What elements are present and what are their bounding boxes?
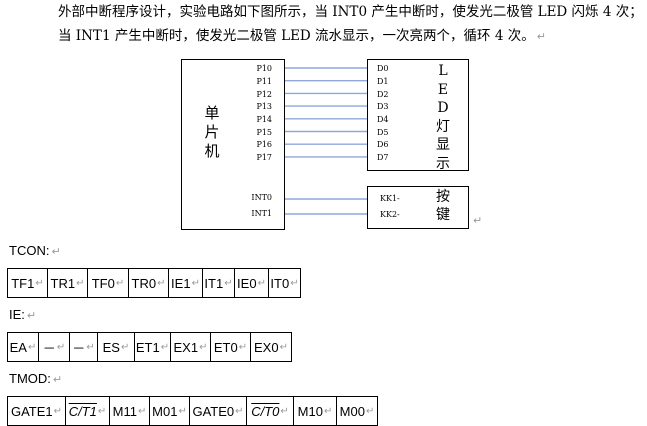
- led-label: L E D 灯 显 示: [436, 63, 450, 172]
- ie-cell: －↵: [70, 333, 98, 361]
- ie-cell: －↵: [39, 333, 70, 361]
- pin-d2: D2: [377, 90, 389, 99]
- ie-cell: EA↵: [8, 333, 39, 361]
- pin-d1: D1: [377, 77, 389, 86]
- ie-cell: ES↵: [98, 333, 135, 361]
- key-block: KK1- KK2- 按 键: [367, 186, 469, 229]
- pin-p17: P17: [256, 153, 272, 162]
- tmod-register-table: GATE1↵ C/T1↵ M11↵ M01↵ GATE0↵ C/T0↵ M10↵…: [7, 396, 378, 426]
- led-display-block: D0 D1 D2 D3 D4 D5 D6 D7 L E D 灯 显 示: [367, 59, 469, 172]
- tmod-cell: M00↵: [339, 403, 375, 419]
- pin-d7: D7: [377, 153, 389, 162]
- key-label: 按 键: [436, 189, 450, 223]
- tcon-cell: TR1↵: [48, 269, 88, 297]
- tmod-cell: GATE1↵: [8, 397, 66, 425]
- tcon-cell: TR0↵: [129, 269, 169, 297]
- pin-p16: P16: [256, 140, 272, 149]
- pin-kk2: KK2-: [380, 210, 400, 219]
- tmod-cell: M01↵: [150, 397, 190, 425]
- pin-d0: D0: [377, 64, 389, 73]
- tcon-label: TCON:↵: [9, 243, 61, 258]
- paragraph-mark: ↵: [536, 30, 546, 43]
- intro-line-1: 外部中断程序设计，实验电路如下图所示，当 INT0 产生中断时，使发光二极管 L…: [58, 4, 643, 20]
- pin-int0: INT0: [251, 193, 272, 202]
- pin-p12: P12: [256, 90, 272, 99]
- intro-line-2: 当 INT1 产生中断时，使发光二极管 LED 流水显示，一次亮两个，循环 4 …: [58, 28, 546, 44]
- pin-kk1: KK1-: [380, 194, 400, 203]
- ie-cell: EX0↵: [254, 339, 288, 355]
- ie-register-table: EA↵ －↵ －↵ ES↵ ET1↵ EX1↵ ET0↵ EX0↵: [7, 332, 292, 362]
- tcon-cell: TF1↵: [8, 269, 48, 297]
- microcontroller-block: 单 片 机 P10 P11 P12 P13 P14 P15 P16 P17 IN…: [181, 59, 285, 230]
- tcon-register-table: TF1↵ TR1↵ TF0↵ TR0↵ IE1↵ IT1↵ IE0↵ IT0↵: [7, 268, 301, 298]
- mcu-label: 单 片 机: [204, 104, 220, 160]
- tmod-cell-ct0: C/T0↵: [247, 397, 294, 425]
- pin-p13: P13: [256, 102, 272, 111]
- tcon-cell: IT0↵: [270, 275, 299, 291]
- pin-p11: P11: [256, 77, 272, 86]
- tcon-cell: IT1↵: [203, 269, 235, 297]
- paragraph-mark: ↵: [473, 214, 483, 227]
- ie-cell: EX1↵: [171, 333, 211, 361]
- tmod-cell: GATE0↵: [190, 397, 247, 425]
- pin-p10: P10: [256, 64, 272, 73]
- pin-d5: D5: [377, 128, 389, 137]
- pin-d3: D3: [377, 102, 389, 111]
- pin-int1: INT1: [251, 209, 272, 218]
- ie-cell: ET1↵: [135, 333, 171, 361]
- tmod-cell-ct1: C/T1↵: [66, 397, 110, 425]
- pin-d4: D4: [377, 115, 389, 124]
- pin-d6: D6: [377, 140, 389, 149]
- tcon-cell: IE1↵: [169, 269, 203, 297]
- tcon-cell: TF0↵: [88, 269, 129, 297]
- tcon-cell: IE0↵: [235, 269, 269, 297]
- tmod-cell: M11↵: [110, 397, 150, 425]
- ie-label: IE:↵: [9, 307, 37, 322]
- tmod-cell: M10↵: [294, 397, 337, 425]
- pin-p14: P14: [256, 115, 272, 124]
- pin-p15: P15: [256, 128, 272, 137]
- tmod-label: TMOD:↵: [9, 371, 63, 386]
- ie-cell: ET0↵: [211, 333, 251, 361]
